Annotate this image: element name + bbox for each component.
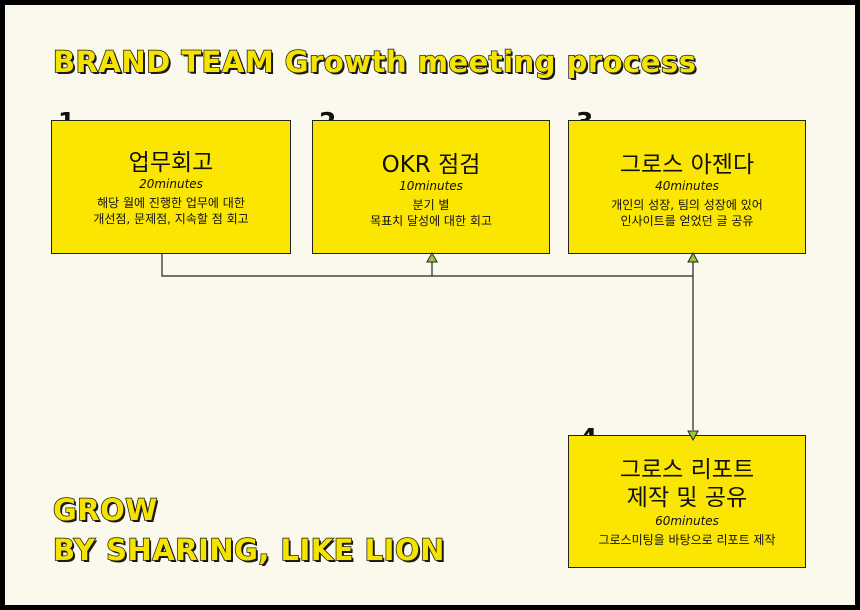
step-box-4: 그로스 리포트 제작 및 공유 60minutes 그로스미팅을 바탕으로 리포… [568,435,806,568]
step-title-4b: 제작 및 공유 [626,485,748,511]
step-duration-4: 60minutes [655,514,719,528]
step-desc-1b: 개선점, 문제점, 지속할 점 회고 [93,212,249,226]
step-desc-3b: 인사이트를 얻었던 글 공유 [620,214,754,228]
step-desc-1a: 해당 월에 진행한 업무에 대한 [97,196,245,210]
step-box-2: OKR 점검 10minutes 분기 별 목표치 달성에 대한 회고 [312,120,550,254]
arrowhead-down-4 [687,430,699,442]
arrowhead-up-3 [687,251,699,263]
step-duration-3: 40minutes [655,179,719,193]
step-title-1: 업무회고 [128,150,214,176]
step-box-3: 그로스 아젠다 40minutes 개인의 성장, 팀의 성장에 있어 인사이트… [568,120,806,254]
step-duration-2: 10minutes [399,179,463,193]
step-desc-2a: 분기 별 [412,198,450,212]
canvas: BRAND TEAM Growth meeting process 1 2 3 … [5,5,855,605]
step-title-4a: 그로스 리포트 [619,457,755,483]
step-duration-1: 20minutes [139,177,203,191]
step-desc-4: 그로스미팅을 바탕으로 리포트 제작 [598,533,776,547]
step-title-3: 그로스 아젠다 [619,152,755,178]
slogan-line-2: BY SHARING, LIKE LION [52,532,445,568]
step-desc-2b: 목표치 달성에 대한 회고 [370,214,492,228]
step-box-1: 업무회고 20minutes 해당 월에 진행한 업무에 대한 개선점, 문제점… [51,120,291,254]
flow-connectors [161,251,699,442]
arrowhead-up-2 [426,251,438,263]
page-title: BRAND TEAM Growth meeting process [52,44,697,80]
step-desc-3a: 개인의 성장, 팀의 성장에 있어 [611,198,763,212]
connector-main [161,254,693,277]
step-title-2: OKR 점검 [381,152,481,178]
slogan-line-1: GROW [52,492,158,528]
